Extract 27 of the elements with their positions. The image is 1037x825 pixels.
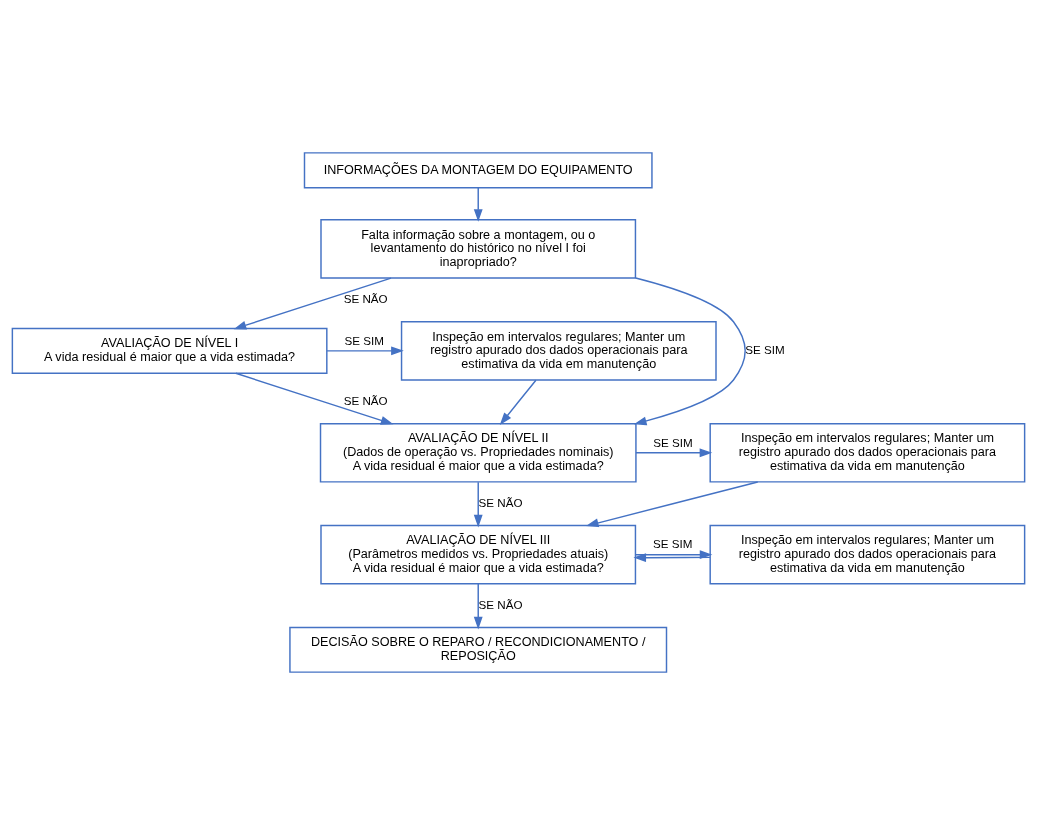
arrow (473, 583, 483, 630)
edge-label: SE SIM (344, 333, 384, 347)
arrow (585, 481, 759, 528)
edge-label: SE NÃO (478, 597, 523, 611)
node-box: Falta informação sobre a montagem, ou o levantamento do histórico no nível I foi inapropriado? (320, 219, 637, 279)
edge-label: SE SIM (745, 342, 785, 356)
arrow (473, 187, 483, 222)
arrow (233, 277, 392, 330)
edge-label: SE NÃO (343, 291, 388, 305)
node-box: Inspeção em intervalos regulares; Manter um registro apurado dos dados operacionais para estimativa da vida em manutenção (400, 321, 717, 381)
edge-label: SE SIM (653, 537, 693, 551)
edge-label: SE SIM (653, 435, 693, 449)
node-box: AVALIAÇÃO DE NÍVEL II (Dados de operação vs. Propriedades nominais) A vida residual é maior que a vida estimada? (319, 422, 637, 483)
arrow (635, 448, 713, 458)
node-box: AVALIAÇÃO DE NÍVEL I A vida residual é maior que a vida estimada? (11, 327, 328, 374)
arrow (633, 277, 746, 426)
arrow (499, 379, 537, 426)
arrow (473, 481, 483, 528)
node-box: INFORMAÇÕES DA MONTAGEM DO EQUIPAMENTO (303, 152, 653, 189)
arrow (326, 346, 404, 356)
edge-label: SE NÃO (478, 495, 523, 509)
node-box: AVALIAÇÃO DE NÍVEL III (Parâmetros medidos vs. Propriedades atuais) A vida residual é maior que a vida estimada? (320, 524, 637, 585)
node-box: Inspeção em intervalos regulares; Manter um registro apurado dos dados operacionais para estimativa da vida em manutenção (709, 524, 1026, 585)
node-box: Inspeção em intervalos regulares; Manter um registro apurado dos dados operacionais para estimativa da vida em manutenção (709, 422, 1026, 483)
node-box: DECISÃO SOBRE O REPARO / RECONDICIONAMENTO / REPOSIÇÃO (289, 626, 668, 673)
arrow (235, 372, 394, 425)
edge-label: SE NÃO (343, 393, 388, 407)
